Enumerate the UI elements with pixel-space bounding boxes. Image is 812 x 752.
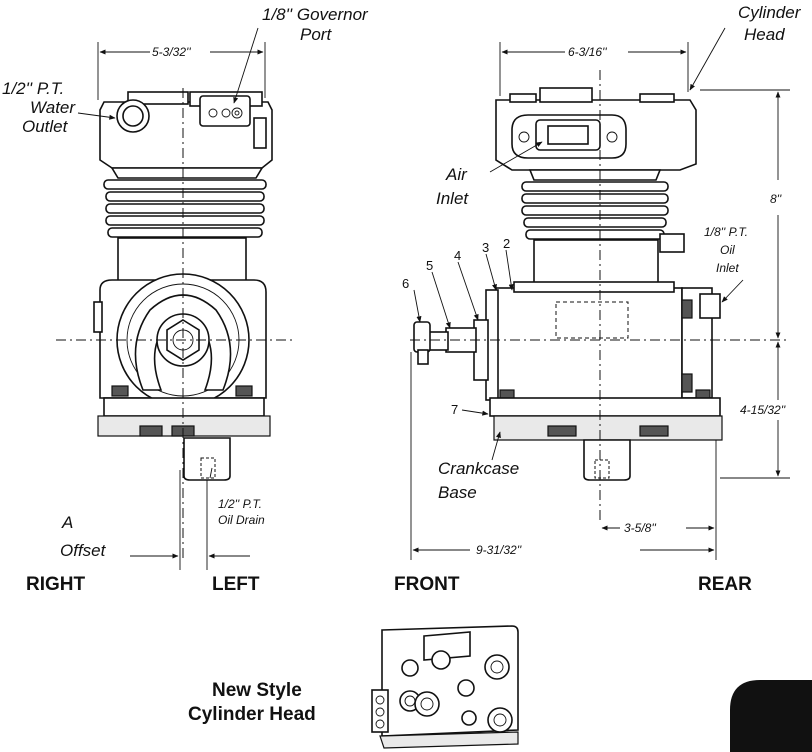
oil-inlet-label-2: Oil xyxy=(720,243,735,257)
dim-height-lower: 4-15/32'' xyxy=(740,403,786,417)
dim-width-end: 5-3/32'' xyxy=(152,45,191,59)
part-number-3: 3 xyxy=(482,240,489,255)
part-number-4: 4 xyxy=(454,248,461,263)
oil-inlet-label: 1/8'' P.T. xyxy=(704,225,748,239)
governor-port-label-2: Port xyxy=(300,25,332,44)
air-inlet-label: Air xyxy=(445,165,468,184)
cooling-fins-end xyxy=(103,167,267,238)
new-style-head xyxy=(371,625,519,749)
water-outlet-label-3: Outlet xyxy=(22,117,69,136)
air-inlet-label-2: Inlet xyxy=(436,189,469,208)
offset-label: A xyxy=(61,513,73,532)
end-view xyxy=(56,27,296,570)
cylinder-head-label-2: Head xyxy=(744,25,785,44)
new-style-label: New Style xyxy=(212,680,302,701)
dim-width-side: 6-3/16'' xyxy=(568,45,607,59)
part-numbers: 2 3 4 5 6 7 xyxy=(402,236,510,417)
side-view xyxy=(410,27,790,560)
part-number-7: 7 xyxy=(451,402,458,417)
view-labels: RIGHT LEFT FRONT REAR xyxy=(26,574,752,595)
crankcase-base-label: Crankcase xyxy=(438,459,519,478)
new-style-caption: New Style Cylinder Head xyxy=(188,680,316,725)
dimension-labels: 5-3/32'' 6-3/16'' 8'' 4-15/32'' 9-31/32'… xyxy=(152,45,786,557)
cooling-fins-side xyxy=(521,169,669,240)
view-label-front: FRONT xyxy=(394,574,460,595)
oil-drain-label-2: Oil Drain xyxy=(218,513,265,527)
dim-length-total: 9-31/32'' xyxy=(476,543,522,557)
offset-label-2: Offset xyxy=(60,541,107,560)
cylinder-head-label: Cylinder xyxy=(738,3,802,22)
oil-drain-label: 1/2'' P.T. xyxy=(218,497,262,511)
dim-height-upper: 8'' xyxy=(770,192,782,206)
crankcase-base-label-2: Base xyxy=(438,483,477,502)
governor-port-label: 1/8'' Governor xyxy=(262,5,369,24)
callouts: 1/8'' Governor Port Cylinder Head 1/2'' … xyxy=(2,3,802,560)
view-label-rear: REAR xyxy=(698,574,752,595)
part-number-2: 2 xyxy=(503,236,510,251)
new-style-label-2: Cylinder Head xyxy=(188,704,316,725)
water-outlet-label: 1/2'' P.T. xyxy=(2,79,64,98)
part-number-5: 5 xyxy=(426,258,433,273)
view-label-right: RIGHT xyxy=(26,574,86,595)
oil-inlet-label-3: Inlet xyxy=(716,261,739,275)
water-outlet-label-2: Water xyxy=(30,98,76,117)
page-tab-marker xyxy=(730,680,812,752)
part-number-6: 6 xyxy=(402,276,409,291)
dim-base-center: 3-5/8'' xyxy=(624,521,657,535)
view-label-left: LEFT xyxy=(212,574,260,595)
